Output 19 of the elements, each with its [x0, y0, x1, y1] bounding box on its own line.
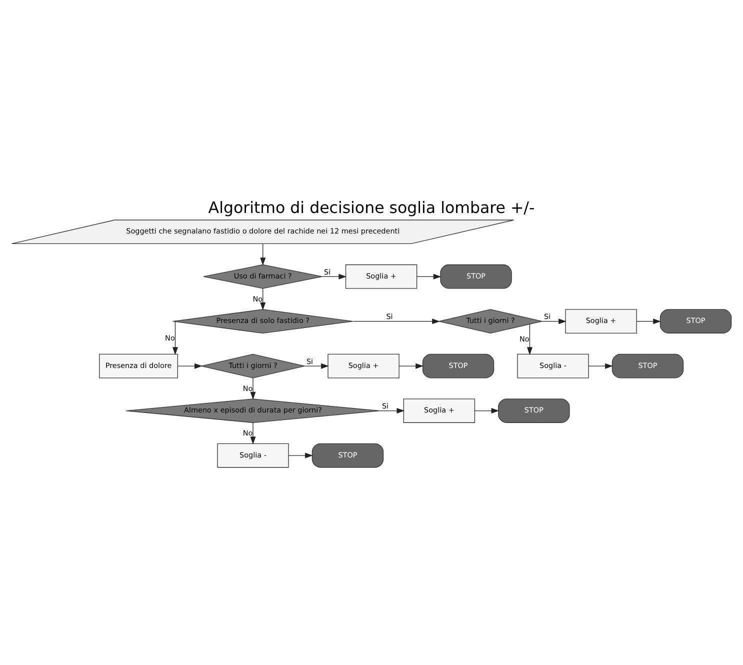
arrow: [178, 363, 202, 369]
arrow: [398, 363, 424, 369]
arrow: [260, 244, 266, 266]
arrow: [542, 318, 566, 324]
arrow: [172, 321, 178, 356]
arrow: [304, 363, 329, 369]
arrow: [588, 363, 613, 369]
arrow: [250, 378, 256, 400]
diagram-title: Algoritmo di decisione soglia lombare +/-: [208, 198, 535, 217]
arrow: [250, 422, 256, 444]
arrow: [260, 288, 266, 310]
arrow: [322, 274, 347, 280]
arrow: [636, 318, 662, 324]
arrow: [380, 408, 405, 414]
arrow: [474, 408, 500, 414]
arrow: [288, 452, 313, 458]
arrow: [416, 274, 442, 280]
arrow: [352, 318, 440, 324]
arrow: [526, 324, 532, 356]
